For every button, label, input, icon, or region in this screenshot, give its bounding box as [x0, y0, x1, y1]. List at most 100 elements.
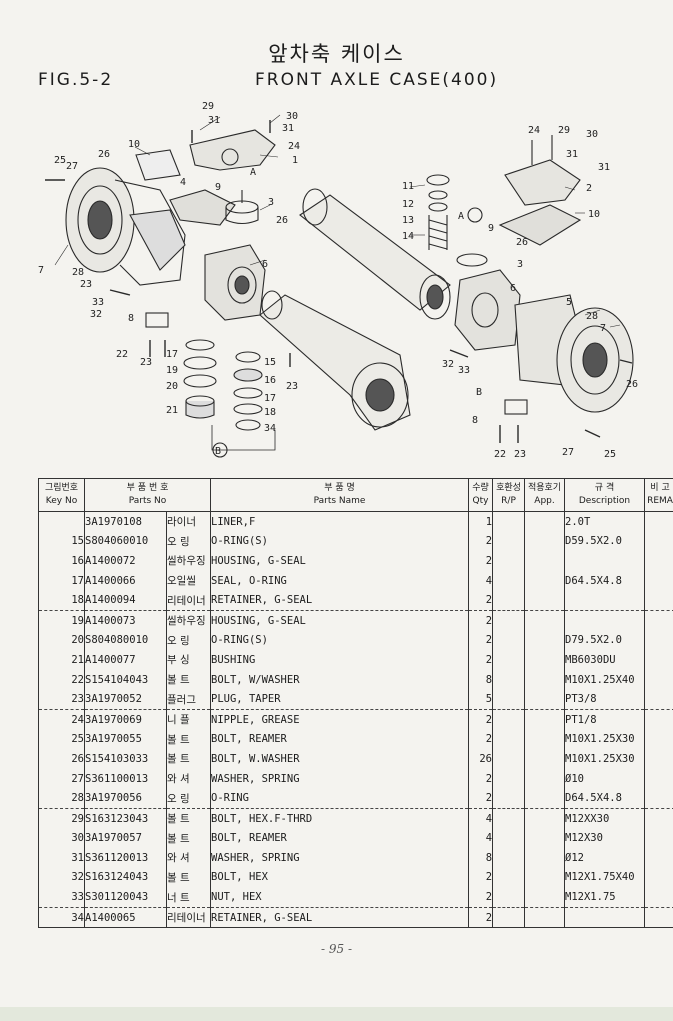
qty-cell: 8 — [468, 669, 494, 690]
parts-no-cell: 3A1970108 — [84, 511, 167, 532]
callout: 4 — [180, 177, 186, 188]
key-no-cell: 21 — [38, 650, 85, 670]
korean-name-cell: 볼 트 — [165, 669, 212, 690]
callout: 15 — [264, 357, 276, 368]
callout: 12 — [402, 199, 414, 210]
key-no-cell: 33 — [38, 887, 85, 908]
korean-name-cell: 씰하우징 — [165, 551, 212, 571]
callout: 25 — [604, 449, 616, 460]
left-axle-case-flange — [65, 167, 186, 286]
qty-cell: 2 — [468, 610, 494, 631]
callout: 22 — [494, 449, 506, 460]
app-cell — [524, 650, 566, 670]
description-cell: M12X1.75X40 — [564, 867, 646, 888]
callout: 20 — [166, 381, 178, 392]
app-cell — [524, 768, 566, 789]
callout: 33 — [92, 297, 104, 308]
callout: 26 — [98, 149, 110, 160]
remarks-cell — [644, 630, 673, 651]
rp-cell — [492, 828, 526, 849]
korean-name-cell: 라이너 — [165, 511, 212, 532]
remarks-cell — [644, 551, 673, 571]
description-cell — [564, 907, 646, 929]
korean-name-cell: 부 싱 — [165, 650, 212, 670]
parts-name-cell: O-RING(S) — [210, 531, 470, 552]
app-cell — [524, 511, 566, 532]
key-no-cell: 22 — [38, 669, 85, 690]
qty-cell: 2 — [468, 907, 494, 929]
qty-cell: 2 — [468, 590, 494, 611]
parts-name-cell: BOLT, W/WASHER — [210, 669, 470, 690]
parts-no-cell: A1400066 — [84, 570, 167, 591]
description-cell: M12X30 — [564, 828, 646, 849]
key-no-cell: 32 — [38, 867, 85, 888]
callout: 2 — [586, 183, 592, 194]
rp-cell — [492, 709, 526, 730]
right-upper-arm — [498, 135, 582, 246]
rp-cell — [492, 848, 526, 868]
korean-name-cell: 볼 트 — [165, 729, 212, 750]
qty-cell: 2 — [468, 709, 494, 730]
parts-no-cell: S154104043 — [84, 669, 167, 690]
parts-no-cell: A1400077 — [84, 650, 167, 670]
parts-no-cell: S361120013 — [84, 848, 167, 868]
callout: 30 — [286, 111, 298, 122]
spring-bearing-assembly — [426, 174, 483, 250]
remarks-cell — [644, 907, 673, 929]
callout: 16 — [264, 375, 276, 386]
korean-name-cell: 리테이너 — [165, 907, 212, 929]
parts-name-cell: RETAINER, G-SEAL — [210, 907, 470, 929]
callout: 24 — [528, 125, 540, 136]
description-cell: PT1/8 — [564, 709, 646, 730]
remarks-cell — [644, 610, 673, 631]
callout: 18 — [264, 407, 276, 418]
key-no-cell — [38, 511, 85, 532]
remarks-cell — [644, 689, 673, 710]
parts-name-cell: RETAINER, G-SEAL — [210, 590, 470, 611]
callout: 33 — [458, 365, 470, 376]
qty-cell: 2 — [468, 630, 494, 651]
key-no-cell: 30 — [38, 828, 85, 849]
rp-cell — [492, 887, 526, 908]
rp-cell — [492, 590, 526, 611]
parts-name-cell: BUSHING — [210, 650, 470, 670]
description-cell: D59.5X2.0 — [564, 531, 646, 552]
callout: 8 — [472, 415, 478, 426]
korean-name-cell: 니 플 — [165, 709, 212, 730]
qty-cell: 2 — [468, 729, 494, 750]
parts-name-cell: NIPPLE, GREASE — [210, 709, 470, 730]
callout: 17 — [166, 349, 178, 360]
key-no-cell: 15 — [38, 531, 85, 552]
description-cell: M12X1.75 — [564, 887, 646, 908]
description-cell: D64.5X4.8 — [564, 788, 646, 809]
key-no-cell: 20 — [38, 630, 85, 651]
korean-name-cell: 리테이너 — [165, 590, 212, 611]
parts-name-cell: O-RING(S) — [210, 630, 470, 651]
rp-cell — [492, 729, 526, 750]
parts-no-cell: A1400065 — [84, 907, 167, 929]
qty-cell: 5 — [468, 689, 494, 710]
steering-knuckle-left — [204, 244, 266, 321]
parts-name-cell: BOLT, HEX.F-THRD — [210, 808, 470, 829]
callout: 30 — [586, 129, 598, 140]
callout: 31 — [566, 149, 578, 160]
callout: 32 — [90, 309, 102, 320]
app-cell — [524, 551, 566, 571]
key-no-cell: 28 — [38, 788, 85, 809]
parts-name-cell: WASHER, SPRING — [210, 768, 470, 789]
remarks-cell — [644, 590, 673, 611]
parts-name-cell: BOLT, W.WASHER — [210, 749, 470, 769]
qty-cell: 8 — [468, 848, 494, 868]
description-cell: 2.0T — [564, 511, 646, 532]
parts-name-cell: SEAL, O-RING — [210, 570, 470, 591]
rp-cell — [492, 531, 526, 552]
qty-cell: 2 — [468, 551, 494, 571]
